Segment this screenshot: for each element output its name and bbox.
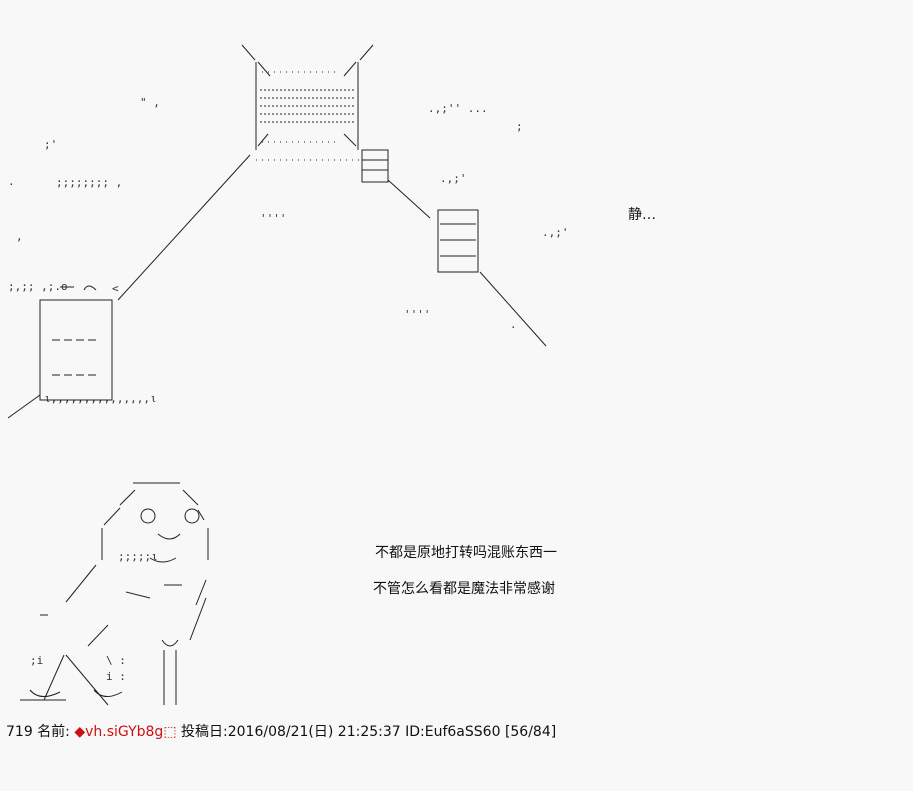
- dialogue-line-2: 不管怎么看都是魔法非常感谢: [373, 581, 555, 597]
- svg-text:.: .: [8, 175, 15, 188]
- name-label: 名前:: [37, 724, 70, 740]
- post-id: ID:Euf6aSS60: [405, 724, 501, 740]
- svg-text:.: .: [510, 318, 517, 331]
- svg-text:\ :: \ :: [106, 654, 126, 667]
- svg-text:;;;;;ι: ;;;;;ι: [118, 550, 158, 563]
- post-footer: 719 名前: ◆vh.siGYb8g⬚ 投稿日:2016/08/21(日) 2…: [6, 721, 556, 741]
- svg-text:ι,,,,,,,,,,,,,,,ι: ι,,,,,,,,,,,,,,,ι: [44, 392, 157, 405]
- post-datetime: 2016/08/21(日) 21:25:37: [227, 724, 401, 740]
- svg-text:'''': '''': [404, 308, 431, 321]
- svg-text:,: ,: [16, 230, 23, 243]
- svg-text:;': ;': [44, 138, 57, 151]
- quiet-text: 静…: [628, 207, 656, 223]
- svg-text:.,;': .,;': [440, 172, 467, 185]
- tripcode[interactable]: ◆vh.siGYb8g: [74, 724, 164, 740]
- svg-text:'''': '''': [260, 212, 287, 225]
- svg-text:;;;;;;;; ,: ;;;;;;;; ,: [56, 176, 122, 189]
- svg-text:.,;'' ...: .,;'' ...: [428, 102, 488, 115]
- svg-text:i :: i :: [106, 670, 126, 683]
- svg-text:<: <: [112, 282, 119, 295]
- svg-text:;,;; ,;.o: ;,;; ,;.o: [8, 280, 68, 293]
- date-label: 投稿日:: [181, 724, 228, 740]
- svg-text:;: ;: [516, 120, 523, 133]
- svg-text:" ,: " ,: [140, 96, 160, 109]
- post-number: 719: [6, 724, 33, 740]
- post-progress: [56/84]: [504, 724, 557, 740]
- decorative-marks: " , ;' . ;;;;;;;; , , '''' .,;'' ... ; .…: [8, 96, 569, 683]
- svg-text:.,;': .,;': [542, 226, 569, 239]
- dialogue-line-1: 不都是原地打转吗混账东西一: [375, 545, 557, 561]
- svg-text:;i: ;i: [30, 654, 43, 667]
- tripcode-suffix: ⬚: [163, 724, 177, 740]
